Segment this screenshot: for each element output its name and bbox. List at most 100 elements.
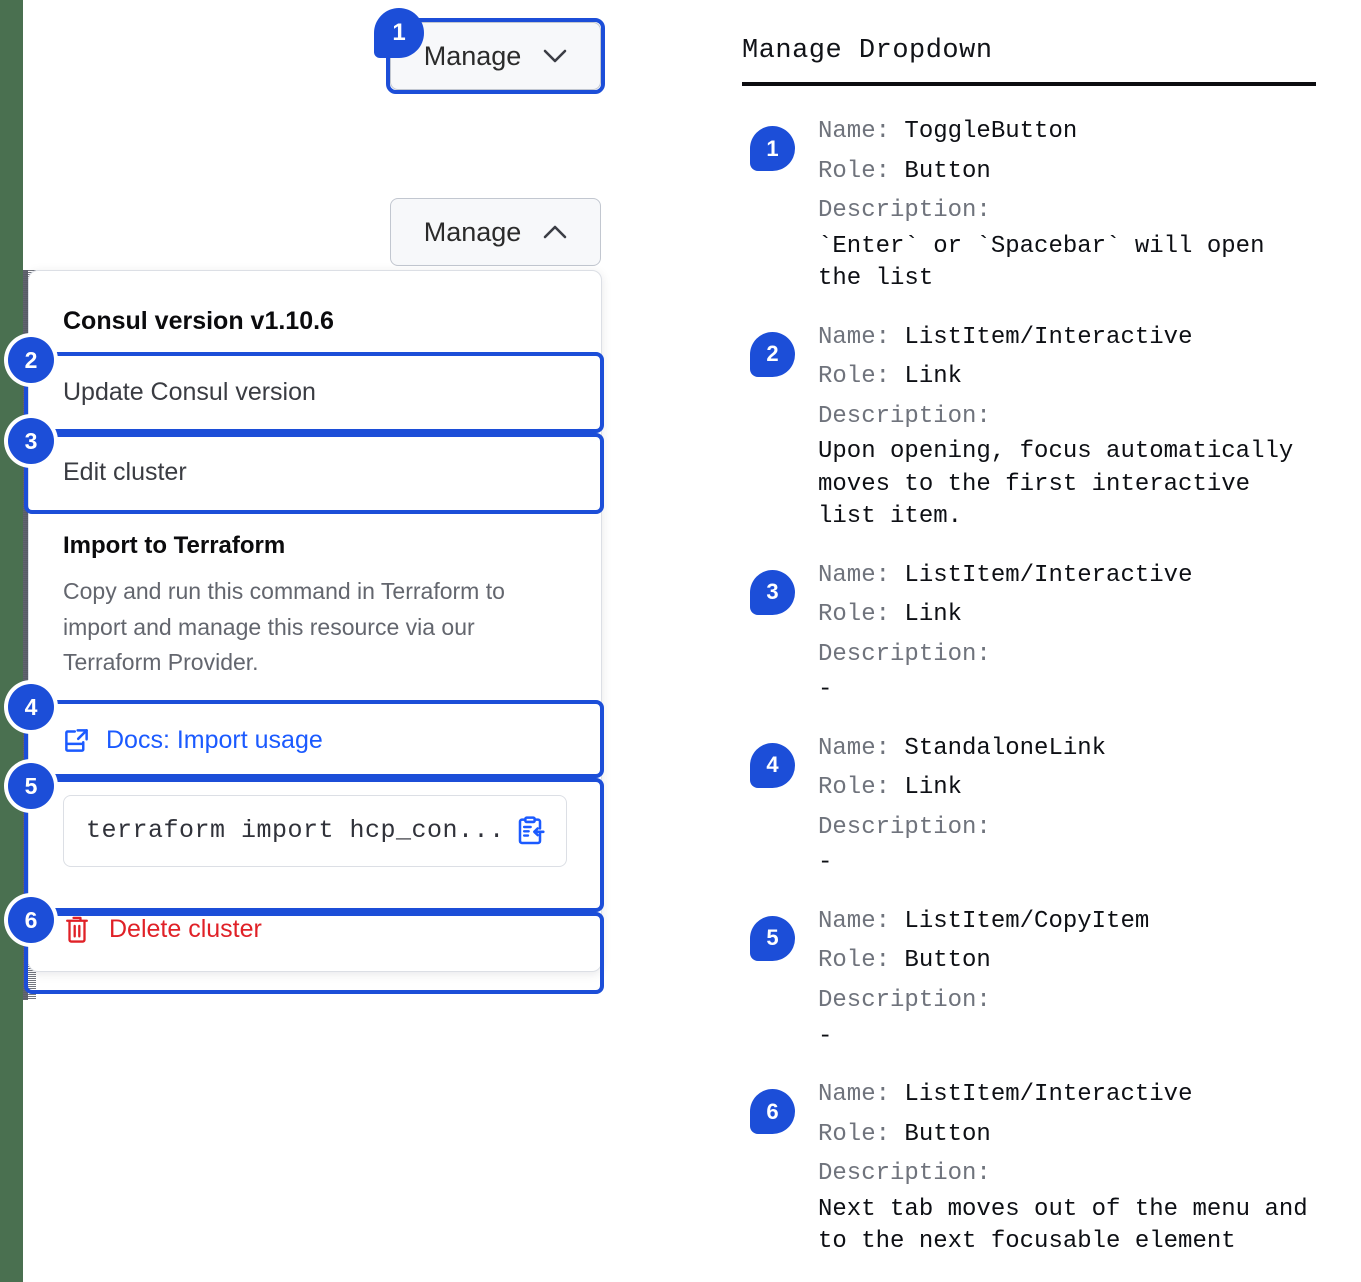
- legend-badge-col-1: 1: [742, 112, 818, 296]
- legend-role-value-3: Link: [904, 601, 963, 629]
- annotation-badge-6: 6: [8, 897, 54, 943]
- annotation-badge-2: 2: [8, 337, 54, 383]
- legend-body-1: Name: ToggleButton Role: Button Descript…: [818, 112, 1322, 296]
- annotation-badge-1: 1: [374, 8, 424, 58]
- chevron-down-icon: [543, 49, 567, 63]
- legend-badge-5: 5: [750, 915, 795, 961]
- legend-role-value-2: Link: [904, 363, 963, 391]
- legend-badge-col-6: 6: [742, 1075, 818, 1259]
- legend-badge-col-3: 3: [742, 556, 818, 707]
- legend-badge-6-label: 6: [766, 1098, 779, 1124]
- legend-role-label-5: Role:: [818, 947, 891, 975]
- legend-entry-6: 6 Name: ListItem/Interactive Role: Butto…: [742, 1075, 1322, 1259]
- legend-body-3: Name: ListItem/Interactive Role: Link De…: [818, 556, 1322, 707]
- legend-description-label-5: Description:: [818, 987, 991, 1015]
- annotation-badge-6-label: 6: [24, 906, 38, 933]
- legend-badge-col-5: 5: [742, 902, 818, 1053]
- legend-divider: [742, 82, 1316, 86]
- manage-toggle-button-collapsed[interactable]: Manage: [390, 22, 601, 90]
- manage-toggle-button-expanded[interactable]: Manage: [390, 198, 601, 266]
- legend-description-value-4: -: [818, 849, 833, 877]
- menu-item-edit-cluster[interactable]: Edit cluster: [63, 458, 187, 486]
- legend-entry-1: 1 Name: ToggleButton Role: Button Descri…: [742, 112, 1322, 296]
- legend-body-4: Name: StandaloneLink Role: Link Descript…: [818, 729, 1322, 880]
- legend-entry-3: 3 Name: ListItem/Interactive Role: Link …: [742, 556, 1322, 707]
- copy-to-clipboard-icon[interactable]: [514, 815, 546, 847]
- legend-name-label-1: Name:: [818, 118, 891, 145]
- legend-description-value-5: -: [818, 1022, 833, 1050]
- terraform-command-row: terraform import hcp_con...: [29, 779, 601, 889]
- docs-import-usage-label: Docs: Import usage: [106, 726, 323, 755]
- import-to-terraform-section: Import to Terraform Copy and run this co…: [29, 516, 601, 703]
- legend-name-label-3: Name:: [818, 561, 891, 589]
- menu-item-delete-cluster[interactable]: Delete cluster: [29, 889, 601, 971]
- legend-role-label-6: Role:: [818, 1120, 891, 1148]
- annotation-badge-3: 3: [8, 418, 54, 464]
- legend-badge-2-label: 2: [766, 341, 779, 367]
- legend-entry-4: 4 Name: StandaloneLink Role: Link Descri…: [742, 729, 1322, 880]
- legend-description-label-6: Description:: [818, 1160, 991, 1188]
- manage-dropdown-menu: Consul version v1.10.6 Update Consul ver…: [28, 270, 602, 972]
- terraform-command-copy-field[interactable]: terraform import hcp_con...: [63, 794, 567, 867]
- annotation-badge-3-label: 3: [24, 427, 38, 454]
- legend-name-value-5: ListItem/CopyItem: [904, 907, 1150, 935]
- legend-role-value-4: Link: [904, 774, 963, 802]
- legend-badge-2: 2: [750, 331, 795, 377]
- legend-role-value-6: Button: [904, 1120, 991, 1148]
- legend-body-5: Name: ListItem/CopyItem Role: Button Des…: [818, 902, 1322, 1053]
- legend-title: Manage Dropdown: [742, 36, 993, 66]
- legend-description-value-2: Upon opening, focus automatically moves …: [818, 438, 1294, 531]
- legend-badge-1: 1: [750, 126, 795, 171]
- legend-name-value-1: ToggleButton: [904, 118, 1078, 145]
- manage-button-label-expanded: Manage: [423, 216, 522, 247]
- legend-entry-5: 5 Name: ListItem/CopyItem Role: Button D…: [742, 902, 1322, 1053]
- annotation-legend-panel: Manage Dropdown 1 Name: ToggleButton Rol…: [742, 36, 1322, 1281]
- legend-description-value-3: -: [818, 676, 833, 704]
- import-to-terraform-title: Import to Terraform: [63, 532, 286, 559]
- legend-badge-3: 3: [750, 569, 795, 615]
- legend-badge-5-label: 5: [766, 925, 779, 951]
- annotation-badge-2-label: 2: [24, 346, 38, 373]
- legend-entry-2: 2 Name: ListItem/Interactive Role: Link …: [742, 318, 1322, 534]
- annotation-badge-5: 5: [8, 763, 54, 809]
- legend-body-2: Name: ListItem/Interactive Role: Link De…: [818, 318, 1322, 534]
- legend-name-value-4: StandaloneLink: [904, 734, 1107, 762]
- legend-badge-col-2: 2: [742, 318, 818, 534]
- legend-description-label-2: Description:: [818, 402, 991, 430]
- legend-role-label-1: Role:: [818, 157, 891, 185]
- legend-badge-col-4: 4: [742, 729, 818, 880]
- legend-role-label-3: Role:: [818, 601, 891, 629]
- legend-role-value-1: Button: [904, 157, 991, 185]
- legend-description-value-1: `Enter` or `Spacebar` will open the list: [818, 232, 1265, 293]
- legend-badge-4: 4: [750, 742, 795, 788]
- legend-name-label-4: Name:: [818, 734, 891, 762]
- legend-body-6: Name: ListItem/Interactive Role: Button …: [818, 1075, 1322, 1259]
- manage-button-label: Manage: [423, 40, 522, 71]
- legend-name-label-6: Name:: [818, 1081, 891, 1109]
- menu-item-docs-import-usage[interactable]: Docs: Import usage: [29, 703, 601, 779]
- delete-cluster-label: Delete cluster: [109, 915, 262, 944]
- dropdown-demo-area: Manage 1 Manage Consul version v1.10.6 U…: [8, 8, 605, 994]
- legend-role-value-5: Button: [904, 947, 991, 975]
- external-link-icon: [63, 727, 90, 754]
- legend-name-value-3: ListItem/Interactive: [904, 561, 1193, 589]
- legend-role-label-4: Role:: [818, 774, 891, 802]
- legend-badge-1-label: 1: [766, 135, 779, 161]
- terraform-command-text: terraform import hcp_con...: [86, 816, 505, 846]
- legend-description-value-6: Next tab moves out of the menu and to th…: [818, 1195, 1308, 1256]
- legend-name-label-2: Name:: [818, 323, 891, 351]
- menu-item-update-consul-version[interactable]: Update Consul version: [63, 378, 316, 406]
- annotation-badge-4-label: 4: [24, 693, 38, 720]
- annotation-badge-1-label: 1: [392, 19, 406, 46]
- legend-description-label-4: Description:: [818, 813, 991, 841]
- chevron-up-icon: [543, 225, 567, 239]
- import-to-terraform-description: Copy and run this command in Terraform t…: [63, 578, 505, 676]
- legend-badge-4-label: 4: [766, 752, 779, 778]
- legend-description-label-1: Description:: [818, 197, 991, 225]
- consul-version-header: Consul version v1.10.6: [63, 307, 334, 335]
- trash-icon: [63, 915, 91, 945]
- legend-name-value-6: ListItem/Interactive: [904, 1081, 1193, 1109]
- annotation-badge-5-label: 5: [24, 772, 38, 799]
- annotation-badge-4: 4: [8, 684, 54, 730]
- legend-name-label-5: Name:: [818, 907, 891, 935]
